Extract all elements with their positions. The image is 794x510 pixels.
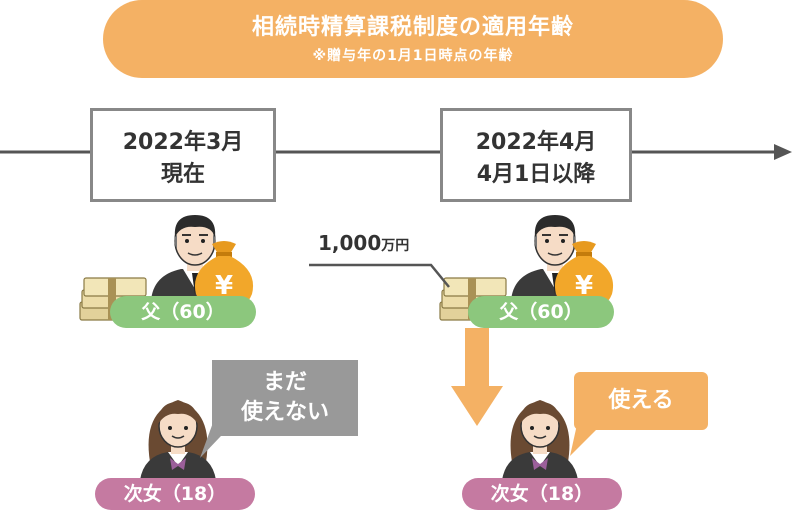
gift-amount: 1,000万円 (318, 231, 409, 255)
date-after-line1: 2022年4月 (475, 130, 597, 155)
down-arrow-icon (451, 328, 503, 426)
date-box-after: 2022年4月 4月1日以降 (440, 108, 632, 202)
title-banner: 相続時精算課税制度の適用年齢 ※贈与年の1月1日時点の年齢 (103, 0, 723, 78)
title-note: ※贈与年の1月1日時点の年齢 (312, 48, 514, 64)
date-before-line1: 2022年3月 (122, 130, 244, 155)
daughter-label-after: 次女（18） (462, 478, 622, 510)
gift-amount-unit: 万円 (381, 238, 410, 254)
speech-bubble-can-use: 使える (574, 372, 708, 430)
gift-amount-value: 1,000 (318, 231, 382, 255)
speech-bubble-not-yet: まだ 使えない (212, 360, 358, 436)
daughter-label-before: 次女（18） (95, 478, 255, 510)
bubble-not-yet-line2: 使えない (240, 400, 329, 425)
title-main: 相続時精算課税制度の適用年齢 (251, 15, 574, 40)
father-label-before: 父（60） (110, 296, 256, 328)
date-before-line2: 現在 (160, 162, 205, 187)
date-after-line2: 4月1日以降 (476, 162, 596, 187)
bubble-not-yet-line1: まだ (262, 370, 307, 395)
father-label-after: 父（60） (468, 296, 614, 328)
date-box-before: 2022年3月 現在 (90, 108, 276, 202)
leader-line (309, 263, 450, 288)
